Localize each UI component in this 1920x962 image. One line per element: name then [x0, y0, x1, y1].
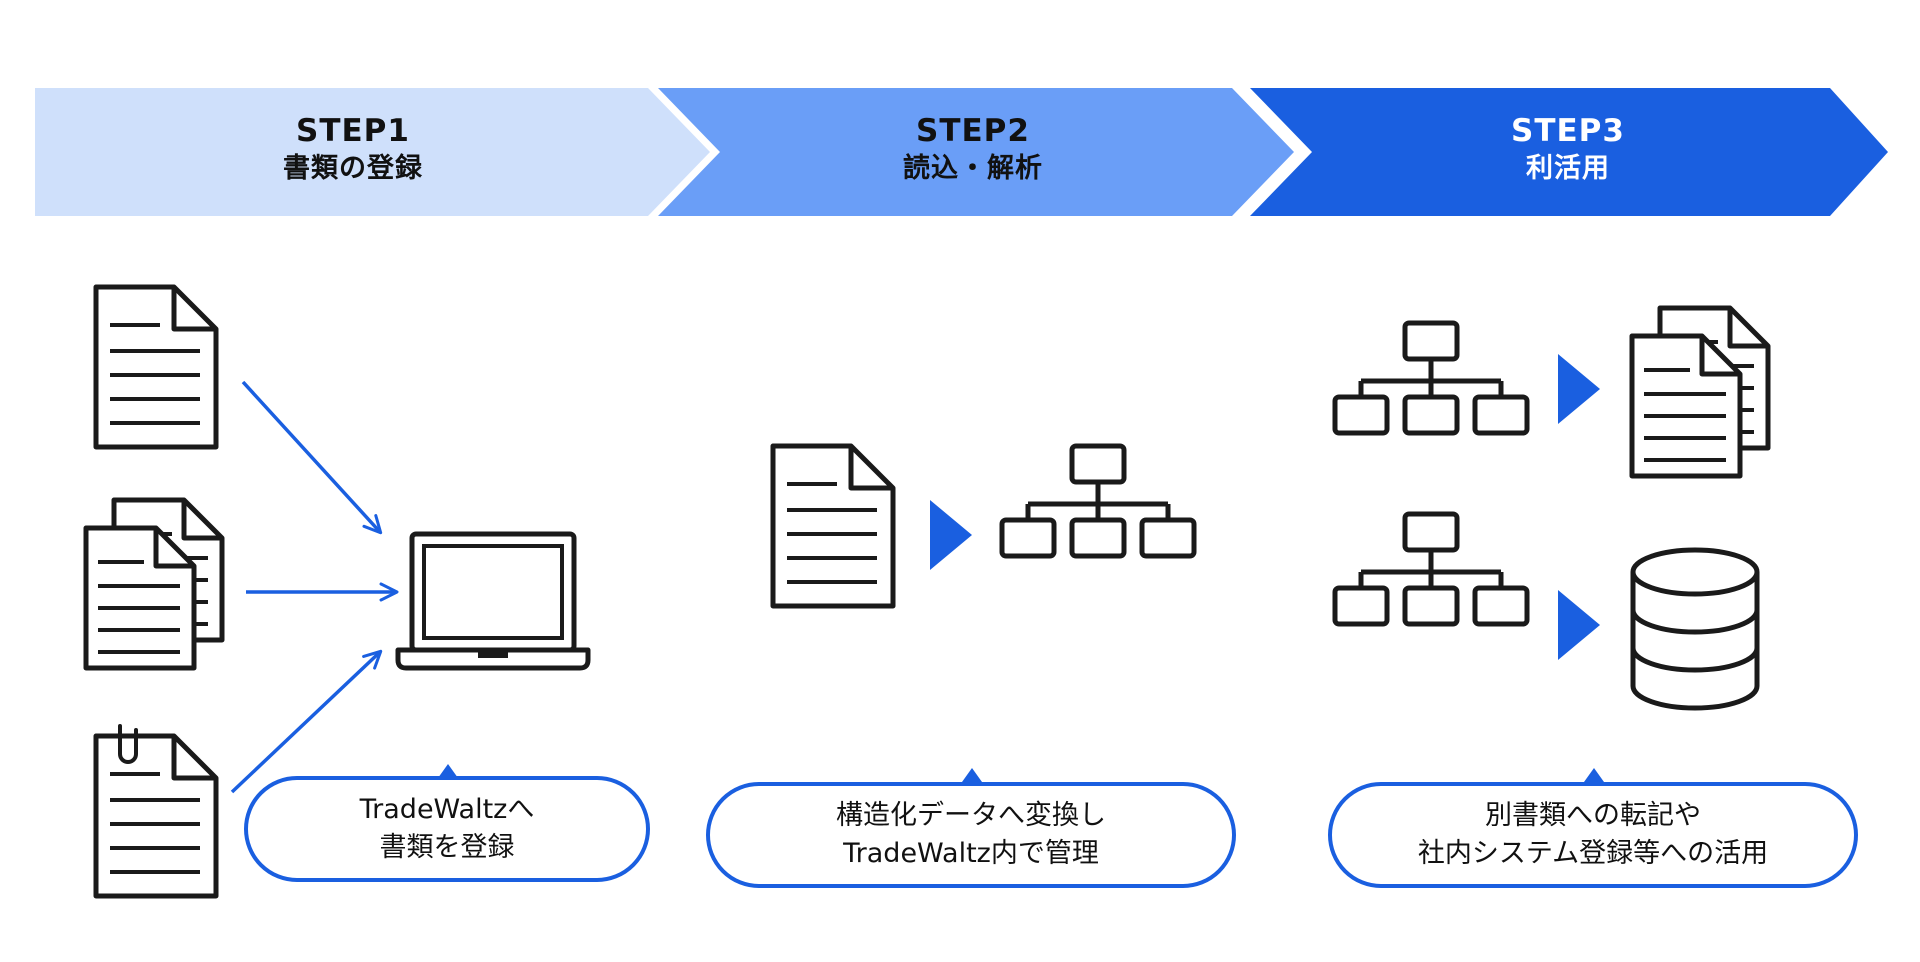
bubble-pointer — [438, 764, 458, 778]
step2-banner — [658, 88, 1294, 216]
step2-description-line2: TradeWaltz内で管理 — [843, 838, 1099, 869]
bubble-pointer — [962, 768, 982, 782]
multiple-documents-icon — [86, 500, 222, 668]
attached-document-icon — [96, 724, 216, 896]
step1-banner — [35, 88, 710, 216]
hierarchy-icon — [1002, 446, 1194, 556]
step1-description-line2: 書類を登録 — [379, 832, 515, 863]
step2-description-line1: 構造化データへ変換し — [836, 800, 1106, 831]
step3-description: 別書類への転記や 社内システム登録等への活用 — [1328, 782, 1858, 888]
step1-number: STEP1 — [296, 113, 410, 149]
step2-number: STEP2 — [916, 113, 1030, 149]
multiple-documents-icon — [1632, 308, 1768, 476]
play-arrow-icon — [1558, 590, 1600, 660]
hierarchy-icon — [1335, 323, 1527, 433]
play-arrow-icon — [930, 500, 972, 570]
database-icon — [1630, 547, 1760, 711]
step3-label: STEP3 利活用 — [1368, 112, 1768, 188]
bubble-pointer — [1584, 768, 1604, 782]
step2-description: 構造化データへ変換し TradeWaltz内で管理 — [706, 782, 1236, 888]
document-icon — [773, 446, 893, 606]
step1-name: 書類の登録 — [283, 153, 423, 184]
step3-description-line2: 社内システム登録等への活用 — [1417, 838, 1769, 869]
step2-label: STEP2 読込・解析 — [773, 112, 1173, 188]
step3-name: 利活用 — [1526, 153, 1610, 184]
hierarchy-icon — [1335, 514, 1527, 624]
arrow-attachment-to-laptop — [230, 649, 383, 794]
step3-banner — [1250, 88, 1888, 216]
document-icon — [96, 287, 216, 447]
arrow-document-to-laptop — [241, 380, 383, 535]
step1-description: TradeWaltzへ 書類を登録 — [244, 776, 650, 882]
step1-label: STEP1 書類の登録 — [153, 112, 553, 188]
step3-number: STEP3 — [1511, 113, 1625, 149]
step3-description-line1: 別書類への転記や — [1485, 800, 1701, 831]
laptop-icon — [395, 531, 591, 671]
step1-description-line1: TradeWaltzへ — [359, 794, 535, 825]
step2-name: 読込・解析 — [903, 153, 1043, 184]
play-arrow-icon — [1558, 354, 1600, 424]
